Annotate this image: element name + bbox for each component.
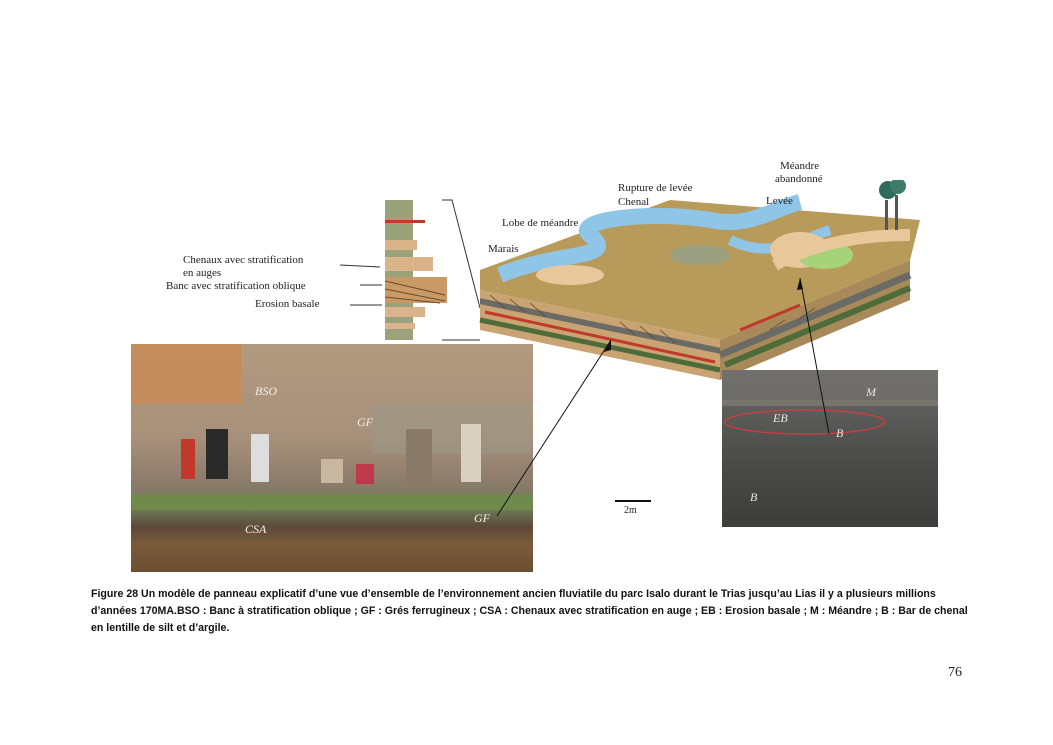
figure: Chenaux avec stratification en auges Ban…: [131, 160, 938, 572]
field-photo-closeup: [722, 370, 938, 527]
label-erosion: Erosion basale: [255, 298, 320, 310]
label-rupture: Rupture de levée: [618, 182, 693, 194]
photo-label-gf-top: GF: [357, 415, 373, 429]
figure-caption: Figure 28 Un modèle de panneau explicati…: [91, 588, 968, 634]
photo-label-bso: BSO: [255, 384, 277, 398]
scale-bar: [615, 500, 651, 502]
photo-label-m: M: [866, 385, 876, 399]
label-chenaux-2: en auges: [183, 267, 222, 279]
erosion-outline: [724, 409, 886, 435]
label-meandre-abandonne: Méandre: [780, 160, 820, 172]
label-banc: Banc avec stratification oblique: [166, 280, 306, 292]
label-meandre-abandonne-2: abandonné: [775, 173, 823, 185]
photo-label-gf-bottom: GF: [474, 511, 490, 525]
field-photo-outcrop: [131, 344, 533, 572]
log-label-arrows: [339, 264, 382, 306]
photo-label-b-bottom: B: [750, 490, 758, 504]
photo-label-b-top: B: [836, 426, 844, 440]
log-connector: [442, 199, 481, 341]
label-lobe: Lobe de méandre: [502, 217, 579, 229]
pointer-arrows: [496, 277, 830, 517]
page-number: 76: [948, 665, 962, 680]
photo-label-csa: CSA: [245, 522, 267, 536]
scale-label: 2m: [624, 505, 637, 516]
stratigraphic-log: [384, 200, 447, 340]
label-marais: Marais: [488, 243, 519, 255]
label-chenal: Chenal: [618, 196, 650, 208]
photo-label-eb: EB: [773, 411, 788, 425]
label-levee: Levée: [766, 195, 793, 207]
tree-icon: [879, 180, 906, 230]
label-chenaux: Chenaux avec stratification: [183, 254, 304, 266]
block-diagram: [479, 180, 920, 380]
